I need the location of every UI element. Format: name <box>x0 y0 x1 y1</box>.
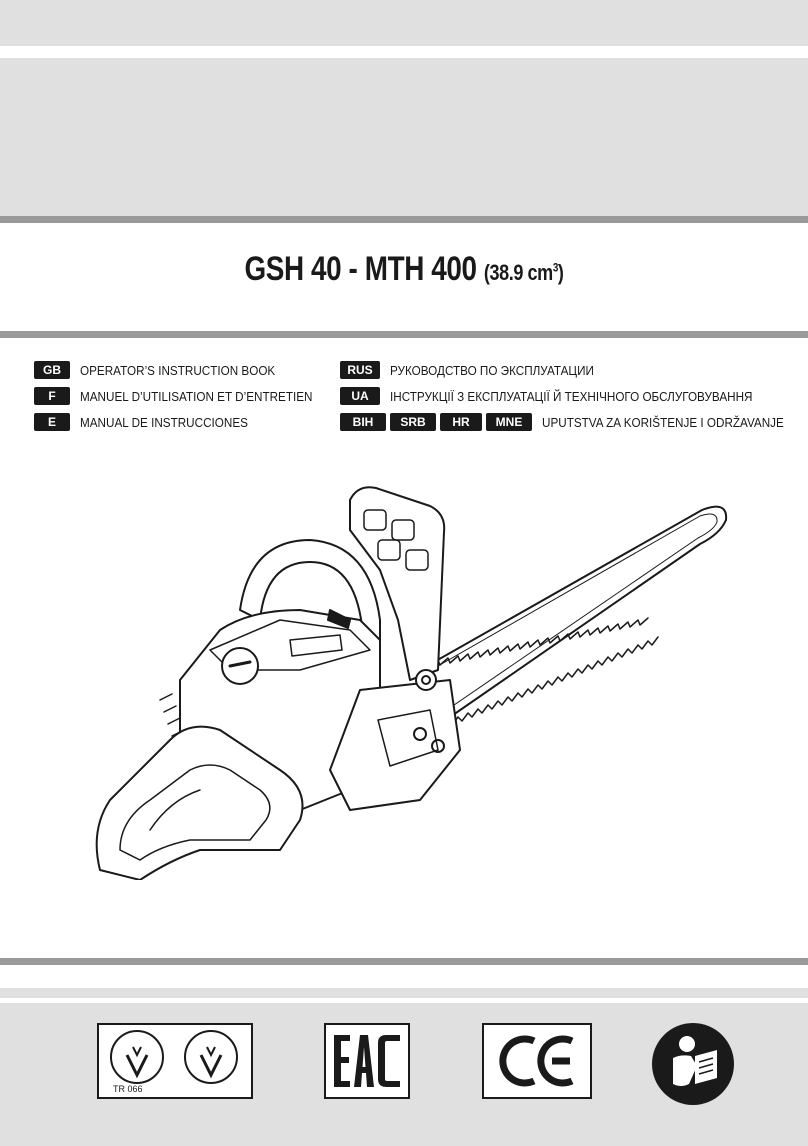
lang-code-mne: MNE <box>486 413 532 431</box>
mid-rule <box>0 331 808 338</box>
lower-rule <box>0 958 808 965</box>
lang-row-e: E MANUAL DE INSTRUCCIONES <box>34 413 267 431</box>
lang-code-bih: BIH <box>340 413 386 431</box>
eac-mark-icon <box>334 1035 400 1087</box>
lang-row-gb: GB OPERATOR’S INSTRUCTION BOOK <box>34 361 297 379</box>
title-model: GSH 40 - MTH 400 <box>244 250 477 288</box>
chainsaw-illustration <box>95 486 728 880</box>
lang-code-f: F <box>34 387 70 405</box>
top-block <box>0 58 808 216</box>
lang-text-gb: OPERATOR’S INSTRUCTION BOOK <box>80 362 276 378</box>
lang-row-bih: BIH SRB HR MNE UPUTSTVA ZA KORIŠTENJE I … <box>340 413 808 431</box>
lang-row-ua: UA ІНСТРУКЦІЇ З ЕКСПЛУАТАЦІЇ Й ТЕХНІЧНОГ… <box>340 387 793 405</box>
lang-code-e: E <box>34 413 70 431</box>
lang-text-rus: РУКОВОДСТВО ПО ЭКСПЛУАТАЦИИ <box>390 362 594 378</box>
lang-row-f: F MANUEL D’UTILISATION ET D’ENTRETIEN <box>34 387 338 405</box>
tr-label: TR 066 <box>113 1084 143 1094</box>
read-manual-icon <box>652 1023 734 1105</box>
lang-code-rus: RUS <box>340 361 380 379</box>
top-strip <box>0 0 808 46</box>
lang-code-hr: HR <box>440 413 482 431</box>
lang-code-ua: UA <box>340 387 380 405</box>
title-displacement: (38.9 cm3) <box>483 260 564 285</box>
lang-row-rus: RUS РУКОВОДСТВО ПО ЭКСПЛУАТАЦИИ <box>340 361 617 379</box>
lang-code-gb: GB <box>34 361 70 379</box>
lang-code-srb: SRB <box>390 413 436 431</box>
eac-certification-box <box>324 1023 410 1099</box>
lang-text-ua: ІНСТРУКЦІЇ З ЕКСПЛУАТАЦІЇ Й ТЕХНІЧНОГО О… <box>390 388 753 404</box>
bottom-strip <box>0 988 808 998</box>
ce-mark-icon <box>499 1035 574 1087</box>
tr-marks-icon <box>110 1030 238 1084</box>
tr-certification-box: TR 066 <box>97 1023 253 1099</box>
top-rule <box>0 216 808 223</box>
lang-text-f: MANUEL D’UTILISATION ET D’ENTRETIEN <box>80 388 313 404</box>
lang-text-bih: UPUTSTVA ZA KORIŠTENJE I ODRŽAVANJE <box>542 414 784 430</box>
ce-certification-box <box>482 1023 592 1099</box>
lang-text-e: MANUAL DE INSTRUCCIONES <box>80 414 248 430</box>
page-title: GSH 40 - MTH 400 (38.9 cm3) <box>73 250 736 289</box>
